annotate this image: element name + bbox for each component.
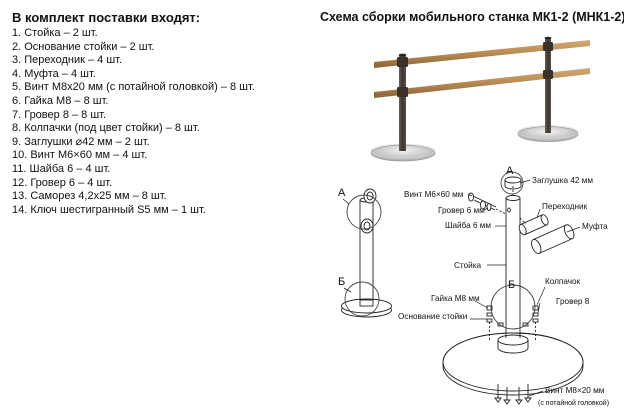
countersunk-screws bbox=[494, 384, 532, 405]
label-grover-8: Гровер 8 bbox=[556, 297, 590, 306]
small-assembly-drawing bbox=[341, 188, 392, 318]
label-washer-6: Шайба 6 мм bbox=[445, 221, 491, 230]
lower-rail bbox=[374, 68, 590, 98]
kit-list: 1. Стойка – 2 шт. 2. Основание стойки – … bbox=[12, 27, 255, 217]
kit-item: 9. Заглушки ⌀42 мм – 2 шт. bbox=[12, 135, 150, 148]
diagram-title: Схема сборки мобильного станка МК1-2 (МН… bbox=[320, 10, 624, 24]
kit-item: 3. Переходник – 4 шт. bbox=[12, 54, 123, 67]
label-adapter: Переходник bbox=[542, 202, 588, 211]
label-post: Стойка bbox=[454, 261, 481, 270]
label-cap: Заглушка 42 мм bbox=[532, 176, 593, 185]
kit-item: 8. Колпачки (под цвет стойки) – 8 шт. bbox=[12, 122, 200, 135]
kit-item: 11. Шайба 6 – 4 шт. bbox=[12, 162, 111, 175]
kit-item: 14. Ключ шестигранный S5 мм – 1 шт. bbox=[12, 203, 206, 216]
callout-b-small: Б bbox=[338, 276, 345, 288]
label-screw-m6: Винт М6×60 мм bbox=[404, 190, 464, 199]
exploded-view bbox=[442, 171, 584, 405]
part-labels: Заглушка 42 мм Винт М6×60 мм Гровер 6 мм… bbox=[398, 176, 609, 407]
kit-title: В комплект поставки входят: bbox=[12, 10, 201, 25]
hub-bolts bbox=[486, 305, 539, 341]
label-grover-6: Гровер 6 мм bbox=[438, 206, 485, 215]
callout-a-exploded: А bbox=[506, 165, 514, 177]
label-cap-nut: Колпачок bbox=[545, 277, 581, 286]
upper-rail bbox=[374, 40, 590, 68]
kit-item: 13. Саморез 4,2х25 мм – 8 шт. bbox=[12, 190, 167, 203]
kit-item: 1. Стойка – 2 шт. bbox=[12, 27, 98, 39]
label-base: Основание стойки bbox=[398, 312, 467, 321]
kit-item: 4. Муфта – 4 шт. bbox=[12, 67, 96, 80]
kit-item: 6. Гайка М8 – 8 шт. bbox=[12, 94, 109, 107]
kit-item: 5. Винт М8х20 мм (с потайной головкой) –… bbox=[12, 81, 255, 94]
callout-b-exploded: Б bbox=[508, 279, 515, 291]
post-left-render bbox=[399, 55, 406, 151]
barre-render bbox=[370, 36, 590, 162]
post-right-render bbox=[545, 38, 551, 133]
kit-item: 2. Основание стойки – 2 шт. bbox=[12, 40, 155, 53]
kit-item: 12. Гровер 6 – 4 шт. bbox=[12, 176, 113, 189]
label-coupling: Муфта bbox=[582, 222, 608, 231]
kit-item: 10. Винт М6×60 мм – 4 шт. bbox=[12, 149, 148, 162]
kit-item: 7. Гровер 8 – 8 шт. bbox=[12, 108, 107, 121]
callout-a-small: А bbox=[338, 187, 346, 199]
leader-lines bbox=[467, 179, 581, 397]
label-nut-m8: Гайка М8 мм bbox=[431, 294, 480, 303]
label-countersunk: (с потайной головкой) bbox=[538, 399, 609, 407]
label-screw-m8: Винт М8×20 мм bbox=[545, 386, 605, 395]
